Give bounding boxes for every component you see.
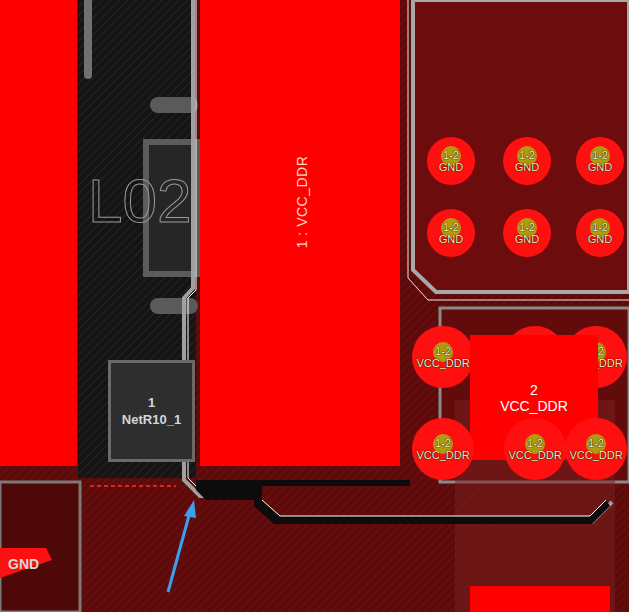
pour-region [0, 482, 80, 612]
pad-text: VCC_DDR [416, 357, 469, 369]
pad-text: GND [515, 233, 539, 245]
via: 1-2VCC_DDR [412, 326, 474, 388]
pad-text: GND [588, 233, 612, 245]
pad-outline [150, 298, 198, 314]
trace-outline [84, 0, 92, 75]
net-label: GND [8, 556, 39, 572]
via: 1-2GND [427, 209, 475, 257]
pour-outline [262, 500, 606, 516]
via: 1-2GND [503, 209, 551, 257]
pad-text: 1-2 [588, 437, 604, 449]
copper-pad [0, 0, 77, 466]
arrow-head [184, 500, 196, 518]
copper-pad [470, 586, 610, 612]
pad-text: GND [439, 161, 463, 173]
pad-text: 1-2 [443, 221, 459, 233]
pad-clearance [184, 0, 612, 522]
pad-text: 1-2 [519, 149, 535, 161]
pad-outline [150, 97, 198, 113]
pad-text: GND [439, 233, 463, 245]
pad-text: VCC_DDR [508, 449, 561, 461]
via: 1-2GND [427, 137, 475, 185]
pointer-arrow [168, 512, 190, 592]
gnd-pour [413, 0, 629, 292]
pour-outline [408, 0, 629, 300]
pad-text: 1 [148, 394, 155, 411]
pad-text: GND [515, 161, 539, 173]
pad-text: 1-2 [592, 149, 608, 161]
component-pad: 1NetR10_1 [108, 360, 195, 462]
component-designator: L02 [88, 166, 191, 236]
pad-text: VCC_DDR [416, 449, 469, 461]
pad-text: 1-2 [443, 149, 459, 161]
silk-line [90, 485, 176, 487]
copper-trace [0, 548, 52, 578]
pad-text: 2 [530, 382, 538, 398]
pad-text: VCC_DDR [569, 449, 622, 461]
copper-pad: 1 : VCC_DDR [200, 0, 400, 466]
via: 1-2VCC_DDR [504, 418, 566, 480]
pad-text: NetR10_1 [122, 411, 181, 428]
via: 1-2VCC_DDR [565, 418, 627, 480]
via: 1-2GND [576, 209, 624, 257]
via: 1-2VCC_DDR [412, 418, 474, 480]
pad-text: 1-2 [519, 221, 535, 233]
via: 1-2GND [503, 137, 551, 185]
pad-text: 1 : VCC_DDR [294, 156, 310, 249]
pad-text: GND [588, 161, 612, 173]
pad-text: 1-2 [435, 437, 451, 449]
pad-text: 1-2 [527, 437, 543, 449]
pad-text: VCC_DDR [500, 398, 568, 414]
pad-text: 1-2 [592, 221, 608, 233]
via: 1-2GND [576, 137, 624, 185]
pad-text: 1-2 [435, 345, 451, 357]
clearance-gap [196, 480, 610, 524]
